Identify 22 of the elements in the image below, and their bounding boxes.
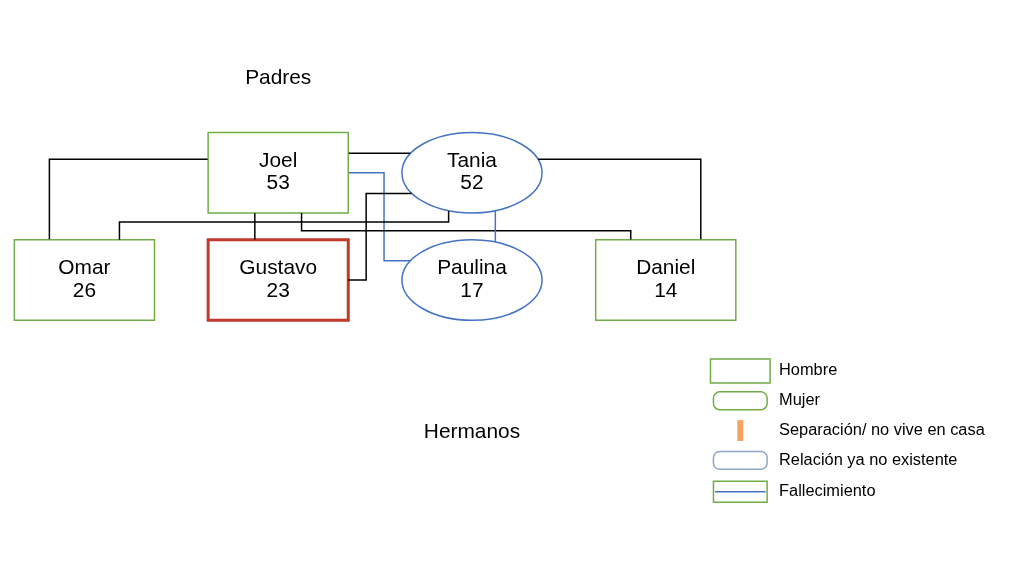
label: Hermanos: [423, 418, 521, 442]
connector: [494, 209, 497, 243]
legend-label: Mujer: [779, 389, 820, 408]
connector: [48, 158, 209, 240]
label: Padres: [245, 64, 312, 88]
connector: [118, 209, 450, 240]
node-box: Joel 53: [207, 131, 349, 214]
legend-label: Fallecimiento: [779, 480, 876, 499]
node-box: Gustavo 23: [206, 237, 350, 322]
connector: [537, 158, 702, 240]
node-ellipse: Tania 52: [401, 131, 543, 214]
node-box: Omar 26: [13, 238, 156, 321]
connector: [300, 211, 632, 240]
connector: [347, 152, 411, 154]
connector: [254, 212, 256, 240]
connector: [348, 171, 412, 261]
legend-label: Hombre: [779, 359, 838, 378]
connector: [347, 192, 413, 281]
legend-label: Relación ya no existente: [779, 449, 958, 468]
node-ellipse: Paulina 17: [401, 238, 543, 321]
legend-label: Separación/ no vive en casa: [779, 419, 985, 438]
node-box: Daniel 14: [594, 238, 737, 321]
